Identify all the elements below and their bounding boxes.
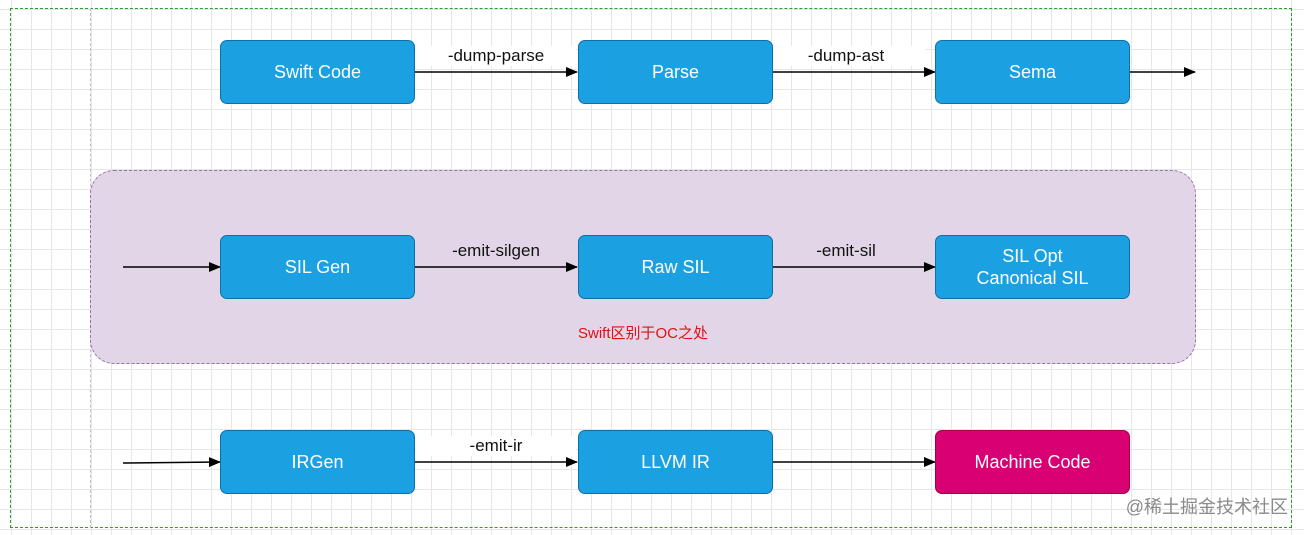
node-irgen: IRGen — [220, 430, 415, 494]
node-sil-gen: SIL Gen — [220, 235, 415, 299]
edge-label-emit-silgen: -emit-silgen — [416, 241, 576, 261]
edge-label-dump-ast: -dump-ast — [766, 46, 926, 66]
outer-dashed-frame — [10, 8, 1292, 528]
node-llvm-ir: LLVM IR — [578, 430, 773, 494]
node-sil-opt: SIL Opt Canonical SIL — [935, 235, 1130, 299]
node-sema: Sema — [935, 40, 1130, 104]
arrow-in-irgen — [122, 457, 221, 468]
node-parse: Parse — [578, 40, 773, 104]
edge-label-emit-ir: -emit-ir — [416, 436, 576, 456]
edge-label-dump-parse: -dump-parse — [416, 46, 576, 66]
edge-label-emit-sil: -emit-sil — [766, 241, 926, 261]
node-machine-code: Machine Code — [935, 430, 1130, 494]
node-swift-code: Swift Code — [220, 40, 415, 104]
node-raw-sil: Raw SIL — [578, 235, 773, 299]
group-label: Swift区别于OC之处 — [577, 325, 708, 342]
watermark: @稀土掘金技术社区 — [1125, 497, 1288, 517]
